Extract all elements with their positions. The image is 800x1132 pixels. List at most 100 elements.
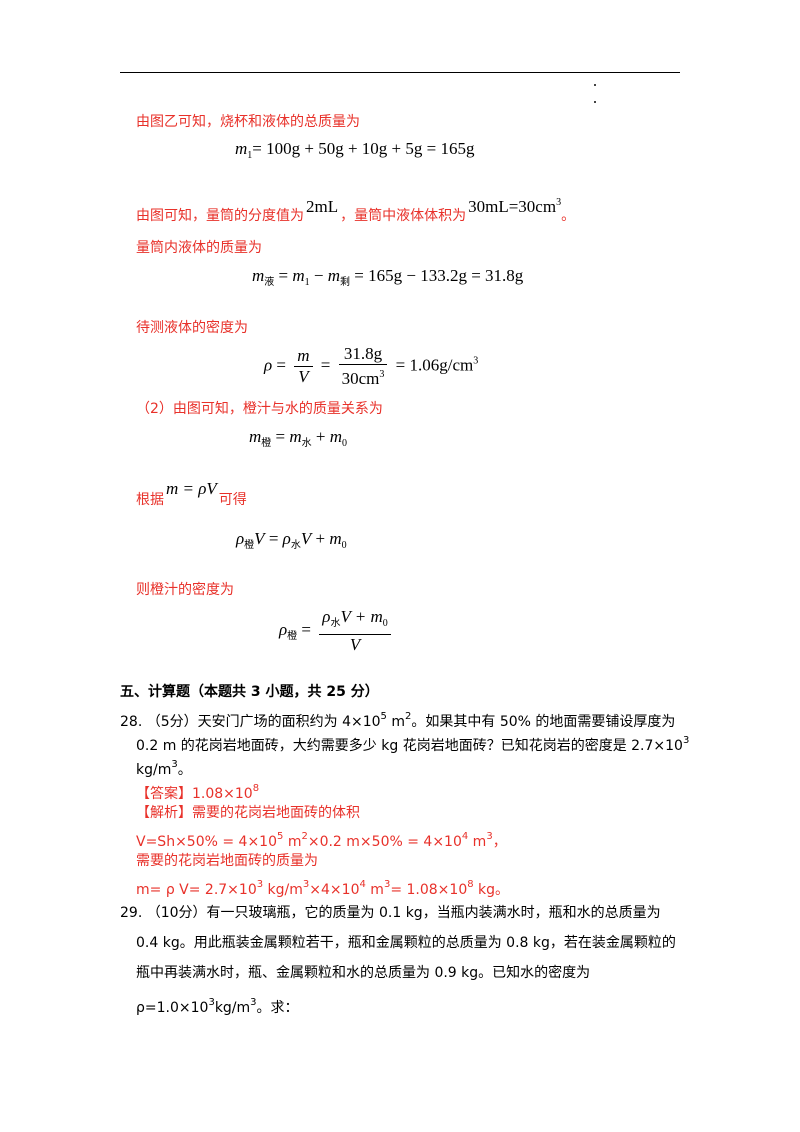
eq-sub-sub-or: 橙 bbox=[244, 540, 255, 551]
q29-line1: 29. （10分）有一只玻璃瓶，它的质量为 0.1 kg，当瓶内装满水时，瓶和水… bbox=[120, 905, 661, 921]
frac2-den: 30cm bbox=[341, 369, 380, 388]
frac1-num: m bbox=[294, 346, 313, 367]
eq-rel-sub-w: 水 bbox=[301, 438, 312, 449]
al4-c: ×4×10 bbox=[309, 882, 360, 898]
q28-line3: kg/m3。 bbox=[136, 755, 192, 780]
eq-mass-m1: m bbox=[292, 266, 305, 285]
frac1-den: V bbox=[298, 367, 309, 386]
q28-line3-a: kg/m bbox=[136, 762, 172, 778]
al4-s3: 4 bbox=[359, 879, 366, 890]
eq-sub-plus: + bbox=[311, 529, 330, 548]
al4-b: kg/m bbox=[263, 882, 303, 898]
eq-rel-sub0: 0 bbox=[342, 438, 348, 449]
al2-s1: 5 bbox=[277, 831, 284, 842]
analysis-line1-text: 需要的花岗岩地面砖的体积 bbox=[192, 805, 360, 821]
al4-a: m= ρ V= 2.7×10 bbox=[136, 882, 257, 898]
eq-rel-m0: m bbox=[329, 427, 343, 446]
q28-analysis-line4: m= ρ V= 2.7×103 kg/m3×4×104 m3= 1.08×108… bbox=[136, 875, 509, 900]
answer-sup: 8 bbox=[252, 783, 260, 794]
al2-c: ×0.2 m×50% = 4×10 bbox=[307, 834, 462, 850]
sol2-line-c: 则橙汁的密度为 bbox=[136, 582, 234, 598]
frac2-den-sup: 3 bbox=[379, 369, 385, 380]
eq-mass-relation: m橙 = m水 + m0 bbox=[249, 426, 347, 455]
eq-mass-sub1: 1 bbox=[304, 277, 310, 288]
eq-total-mass: m1= 100g + 50g + 10g + 5g = 165g bbox=[235, 138, 474, 167]
q29-line4-a: ρ=1.0×10 bbox=[136, 1000, 209, 1016]
eq-density-eq: = bbox=[272, 355, 291, 375]
header-dot-2 bbox=[594, 101, 596, 103]
frac2-num: 31.8g bbox=[338, 344, 388, 365]
eq-rel-plus: + bbox=[311, 427, 330, 446]
al4-s5: 8 bbox=[467, 879, 474, 890]
eq-sub-sub0: 0 bbox=[341, 540, 347, 551]
sol2-line-b-formula: m = ρV bbox=[166, 479, 217, 498]
al2-s2: 2 bbox=[301, 831, 308, 842]
eq-final-den: V bbox=[349, 635, 361, 654]
eq-total-lhs: m bbox=[235, 139, 248, 158]
sol1-line-b-val1: 2mL bbox=[306, 197, 339, 216]
al4-s4: 3 bbox=[383, 879, 391, 890]
eq-final-num-sub: 水 bbox=[330, 618, 341, 629]
sol2-line-a: （2）由图可知，橙汁与水的质量关系为 bbox=[136, 401, 383, 417]
eq-density-rhs-sup: 3 bbox=[473, 355, 479, 367]
eq-mass-sub-rem: 剩 bbox=[340, 277, 351, 288]
q28-line2: 0.2 m 的花岗岩地面砖，大约需要多少 kg 花岗岩地面砖？已知花岗岩的密度是… bbox=[136, 731, 689, 756]
sol2-line-b-pre: 根据 bbox=[136, 492, 164, 508]
eq-density-rho: ρ bbox=[264, 355, 273, 375]
q28-analysis-line3: 需要的花岗岩地面砖的质量为 bbox=[136, 853, 318, 869]
al2-d: m bbox=[468, 834, 487, 850]
eq-sub-v2: V bbox=[300, 529, 312, 548]
q28-line3-end: 。 bbox=[177, 762, 192, 778]
section-heading: 五、计算题（本题共 3 小题，共 25 分） bbox=[120, 684, 379, 700]
eq-rel-sub-or: 橙 bbox=[261, 438, 272, 449]
q28-line3-sup: 3 bbox=[171, 759, 178, 770]
answer-tag: 【答案】 bbox=[136, 786, 192, 802]
sol1-line-b-sup: 3 bbox=[556, 197, 562, 208]
q28-answer: 【答案】1.08×108 bbox=[136, 779, 259, 804]
al2-a: V=Sh×50% = 4×10 bbox=[136, 834, 277, 850]
q28-analysis-line1: 【解析】需要的花岗岩地面砖的体积 bbox=[136, 803, 360, 823]
q28-analysis-line2: V=Sh×50% = 4×105 m2×0.2 m×50% = 4×104 m3… bbox=[136, 827, 507, 852]
al2-s3: 4 bbox=[461, 831, 469, 842]
sol1-line-a: 由图乙可知，烧杯和液体的总质量为 bbox=[136, 114, 360, 130]
al4-d: m bbox=[365, 882, 384, 898]
sol1-line-c: 量筒内液体的质量为 bbox=[136, 240, 262, 256]
q28-line1-sup: 5 bbox=[380, 711, 387, 722]
q28-line1-c: 。如果其中有 50% 的地面需要铺设厚度为 bbox=[411, 714, 676, 730]
eq-rel-m: m bbox=[249, 427, 262, 446]
q29-line4-c: 。求： bbox=[256, 1000, 299, 1016]
eq-sub-m0: m bbox=[329, 529, 342, 548]
q29-line3: 瓶中再装满水时，瓶、金属颗粒和水的总质量为 0.9 kg。已知水的密度为 bbox=[136, 965, 591, 981]
eq-sub-rho: ρ bbox=[236, 529, 245, 548]
eq-final-num-sub0: 0 bbox=[382, 618, 388, 629]
al2-e: ， bbox=[492, 834, 507, 850]
q28-line1-a: 28. （5分）天安门广场的面积约为 4×10 bbox=[120, 714, 381, 730]
sol1-line-b-val2: 30mL=30cm bbox=[468, 197, 557, 216]
q28-line1-sup2: 2 bbox=[405, 711, 412, 722]
eq-final-sub-or: 橙 bbox=[287, 630, 298, 642]
q29-line4-b: kg/m bbox=[214, 1000, 251, 1016]
q29-line4-sup2: 3 bbox=[250, 997, 257, 1008]
al4-s2: 3 bbox=[302, 879, 310, 890]
sol1-line-b-mid: ，量筒中液体体积为 bbox=[340, 208, 467, 224]
q28-line1-b: m bbox=[386, 714, 405, 730]
eq-sub-rho2: ρ bbox=[282, 529, 291, 548]
al4-e: = 1.08×10 bbox=[390, 882, 468, 898]
eq-sub-eq: = bbox=[264, 529, 283, 548]
answer-value: 1.08×10 bbox=[192, 786, 253, 802]
eq-final-rho: ρ bbox=[279, 619, 288, 639]
q29-line2: 0.4 kg。用此瓶装金属颗粒若干，瓶和金属颗粒的总质量为 0.8 kg，若在装… bbox=[136, 935, 676, 951]
eq-mass-m: m bbox=[252, 266, 265, 285]
header-rule bbox=[120, 72, 680, 73]
eq-rel-eq: = bbox=[271, 427, 290, 446]
eq-final-num-rho: ρ bbox=[322, 607, 331, 626]
eq-final-num-rest: V + m bbox=[340, 607, 383, 626]
sol2-line-b-end: 可得 bbox=[218, 492, 247, 508]
sol1-line-b-pre: 由图可知，量筒的分度值为 bbox=[136, 208, 304, 224]
al4-f: kg。 bbox=[473, 882, 510, 898]
